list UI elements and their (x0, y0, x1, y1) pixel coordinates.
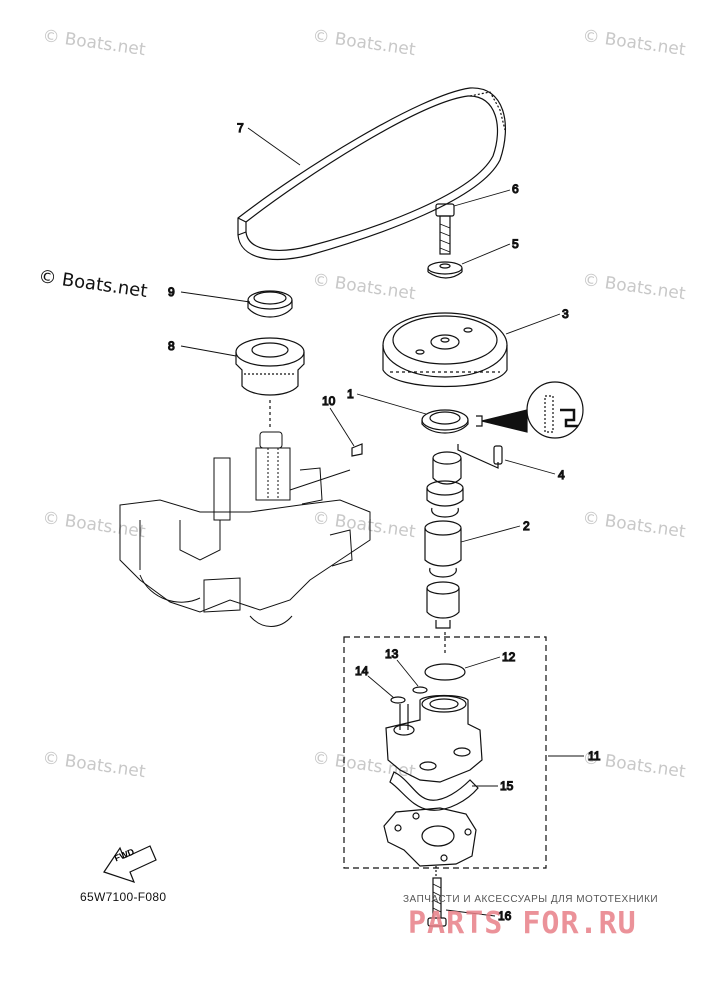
part-washer (427, 261, 463, 279)
callout-11: 11 (588, 749, 601, 763)
fwd-arrow-icon (103, 845, 157, 883)
part-gasket (389, 771, 479, 811)
callout-15: 15 (500, 779, 514, 793)
seal-detail-inset (476, 381, 584, 439)
callout-13: 13 (385, 647, 399, 661)
part-o-ring-large (424, 663, 466, 681)
callout-16: 16 (498, 909, 512, 923)
brand-logo: PARTS FOR.RU (408, 906, 637, 941)
part-dowel-pin (457, 444, 503, 469)
part-bolt (435, 203, 455, 255)
callout-7: 7 (237, 121, 244, 135)
part-pump-cover (383, 807, 477, 867)
callout-5: 5 (512, 237, 519, 251)
part-o-ring-small (412, 686, 428, 694)
callout-12: 12 (502, 650, 516, 664)
part-bearing-housing (235, 337, 305, 428)
drawing-code: 65W7100-F080 (80, 890, 167, 904)
part-woodruff-key (351, 443, 363, 457)
callout-8: 8 (168, 339, 175, 353)
callout-14: 14 (355, 664, 369, 678)
callout-9: 9 (168, 285, 175, 299)
part-camshaft (424, 451, 464, 655)
part-oil-pump-body (385, 694, 483, 783)
part-seal-ring (247, 290, 293, 318)
callout-6: 6 (512, 182, 519, 196)
callout-leaders (180, 127, 584, 917)
part-screw (427, 866, 447, 927)
callout-1: 1 (347, 387, 354, 401)
callout-2: 2 (523, 519, 530, 533)
cylinder-block-outline (119, 431, 371, 627)
oil-pump-assembly-box (343, 636, 547, 869)
callout-3: 3 (562, 307, 569, 321)
promo-text: ЗАПЧАСТИ И АКСЕССУАРЫ ДЛЯ МОТОТЕХНИКИ (403, 894, 659, 905)
callout-4: 4 (558, 468, 565, 482)
callout-10: 10 (322, 394, 336, 408)
part-oil-seal (421, 409, 469, 434)
part-driven-pulley (382, 312, 508, 388)
part-timing-belt (237, 87, 506, 261)
part-o-ring-small (390, 696, 406, 704)
